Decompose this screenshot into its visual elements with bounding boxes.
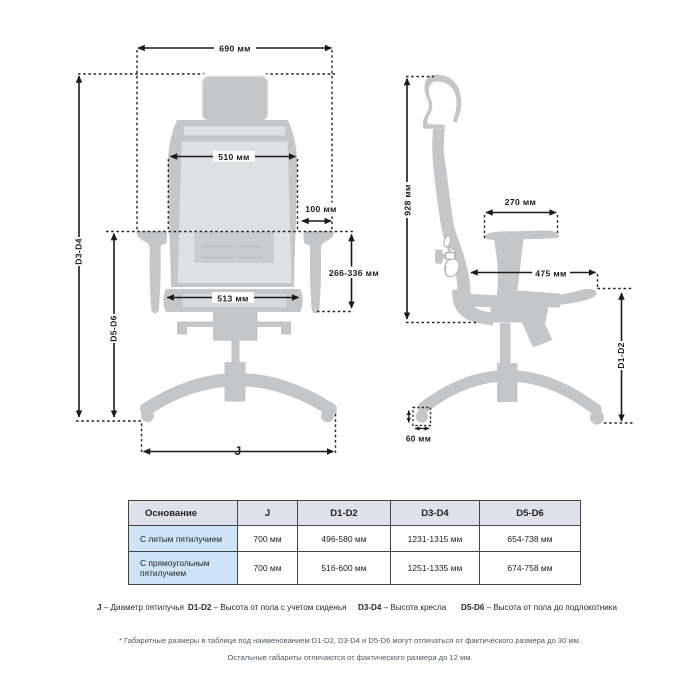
- svg-text:513 мм: 513 мм: [217, 294, 249, 304]
- svg-text:266-336 мм: 266-336 мм: [329, 268, 379, 278]
- svg-text:D5-D6: D5-D6: [109, 315, 119, 342]
- svg-text:475 мм: 475 мм: [535, 269, 567, 279]
- svg-text:D1-D2: D1-D2: [616, 342, 626, 369]
- svg-text:100 мм: 100 мм: [305, 204, 337, 214]
- svg-text:J: J: [234, 444, 241, 458]
- svg-text:270 мм: 270 мм: [505, 197, 537, 207]
- svg-text:D3-D4: D3-D4: [74, 238, 84, 265]
- svg-text:510 мм: 510 мм: [218, 152, 250, 162]
- svg-text:690 мм: 690 мм: [219, 44, 251, 54]
- svg-text:928 мм: 928 мм: [403, 184, 413, 216]
- svg-text:60 мм: 60 мм: [406, 435, 431, 444]
